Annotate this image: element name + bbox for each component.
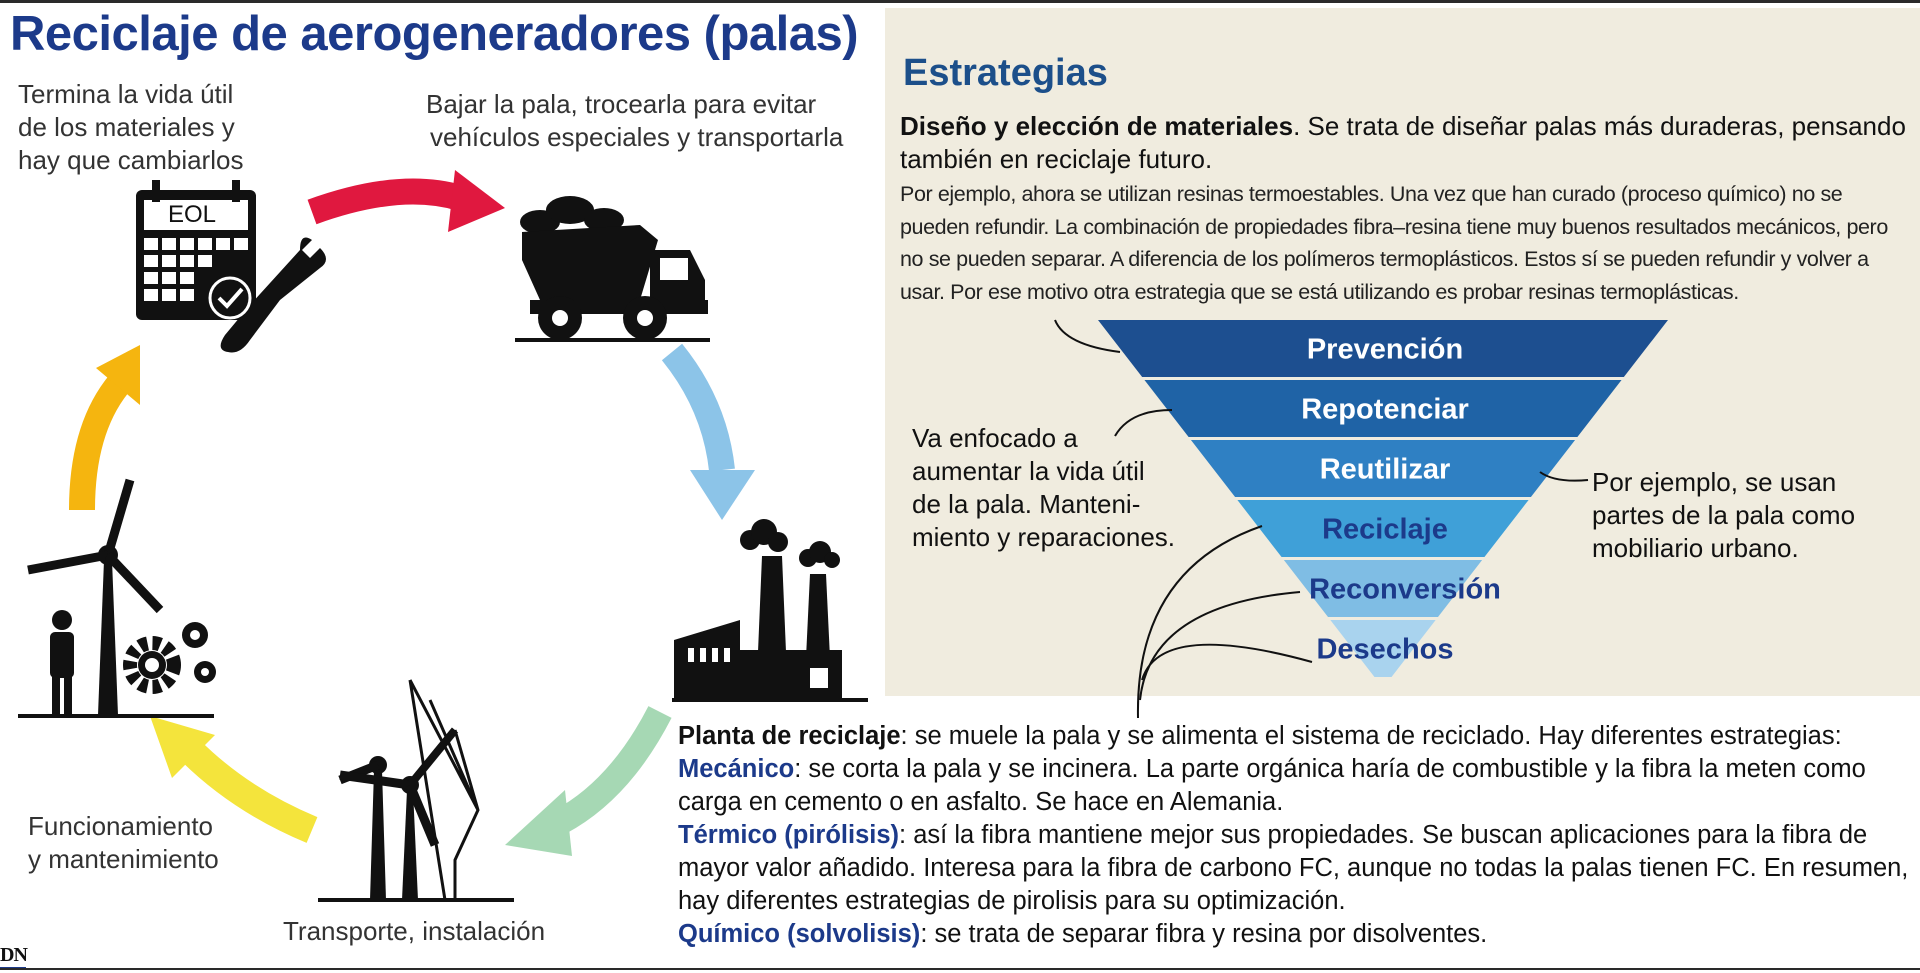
connector-line (1141, 643, 1313, 681)
label-line: de los materiales y (18, 112, 235, 142)
mecanico-bold: Mecánico (678, 755, 795, 783)
note-line: Va enfocado a (912, 423, 1078, 453)
arrow-orange (69, 345, 140, 511)
planta-bold: Planta de reciclaje (678, 722, 901, 750)
note-line: Por ejemplo, se usan (1592, 467, 1837, 497)
dn-logo: DN (0, 944, 28, 966)
example-paragraph: Por ejemplo, ahora se utilizan resinas t… (900, 182, 1888, 304)
pyramid-band-label: Repotenciar (1301, 394, 1469, 426)
pyramid-band (1190, 440, 1576, 497)
recycling-cycle-diagram: EOL (18, 170, 868, 902)
note-line: mobiliario urbano. (1592, 533, 1799, 563)
pyramid-band-label: Reutilizar (1320, 454, 1451, 486)
factory-icon (672, 519, 868, 702)
step-label-operation: Funcionamiento y mantenimiento (28, 810, 219, 876)
label-line: y mantenimiento (28, 844, 219, 874)
note-line: miento y reparaciones. (912, 522, 1176, 552)
label-line: Termina la vida útil (18, 79, 234, 109)
arrow-green (505, 706, 672, 856)
step-label-end-of-life: Termina la vida útil de los materiales y… (18, 78, 243, 177)
note-line: aumentar la vida útil (912, 456, 1145, 486)
connector-line (1114, 409, 1173, 437)
pyramid-band-label: Prevención (1307, 334, 1463, 366)
pyramid-band (1098, 320, 1668, 377)
page-title: Reciclaje de aerogeneradores (palas) (10, 7, 859, 61)
step-label-transport-blade: Bajar la pala, trocearla para evitar veh… (426, 88, 843, 154)
connector-line (1136, 525, 1263, 719)
note-line: de la pala. Manteni- (912, 489, 1141, 519)
arrow-blue (661, 343, 755, 520)
bottom-rule (0, 968, 1920, 970)
step-label-installation: Transporte, instalación (283, 915, 545, 948)
connector-line (1139, 591, 1301, 701)
label-line: Funcionamiento (28, 811, 213, 841)
arrow-yellow (150, 716, 318, 843)
mecanico-item: Mecánico: se corta la pala y se incinera… (678, 753, 1918, 819)
note-repotenciar: Va enfocado a aumentar la vida útil de l… (912, 422, 1175, 554)
quimico-bold: Químico (solvolisis) (678, 920, 921, 948)
label-line: vehículos especiales y transportarla (430, 122, 844, 152)
strategies-heading: Estrategias (903, 52, 1108, 94)
termico-bold: Térmico (pirólisis) (678, 821, 900, 849)
note-line: partes de la pala como (1592, 500, 1856, 530)
eol-icon-text: EOL (168, 201, 216, 228)
quimico-item: Químico (solvolisis): se trata de separa… (678, 918, 1918, 951)
pyramid-band (1330, 620, 1436, 677)
pyramid-band-label: Desechos (1316, 634, 1453, 666)
pyramid-band-label: Reconversión (1309, 574, 1501, 606)
note-reutilizar: Por ejemplo, se usan partes de la pala c… (1592, 466, 1855, 565)
pyramid-band-label: Reciclaje (1322, 514, 1448, 546)
connector-line (1539, 471, 1589, 482)
wind-turbine-crane-icon (318, 679, 514, 902)
pyramid-band (1283, 560, 1483, 617)
termico-item: Térmico (pirólisis): así la fibra mantie… (678, 819, 1918, 918)
mecanico-rest: : se corta la pala y se incinera. La par… (678, 755, 1866, 816)
design-bold: Diseño y elección de materiales (900, 111, 1294, 141)
label-line: Bajar la pala, trocearla para evitar (426, 89, 817, 119)
calendar-wrench-icon (136, 180, 326, 353)
planta-intro: Planta de reciclaje: se muele la pala y … (678, 720, 1918, 753)
connector-line (1054, 319, 1121, 353)
planta-rest: : se muele la pala y se alimenta el sist… (900, 722, 1842, 750)
dump-truck-icon (515, 196, 710, 342)
recycling-plant-description: Planta de reciclaje: se muele la pala y … (678, 720, 1918, 951)
pyramid-band (1237, 500, 1529, 557)
top-rule (0, 0, 1920, 3)
termico-rest: : así la fibra mantiene mejor sus propie… (678, 821, 1909, 915)
label-line: hay que cambiarlos (18, 145, 244, 175)
design-rest: . Se trata de diseñar palas más duradera… (900, 111, 1906, 174)
arrow-red (307, 170, 505, 232)
quimico-rest: : se trata de separar fibra y resina por… (920, 920, 1488, 948)
pyramid-band (1144, 380, 1622, 437)
label-line: Transporte, instalación (283, 916, 546, 946)
turbine-person-gears-icon (18, 478, 216, 718)
design-paragraph: Diseño y elección de materiales. Se trat… (900, 110, 1910, 176)
